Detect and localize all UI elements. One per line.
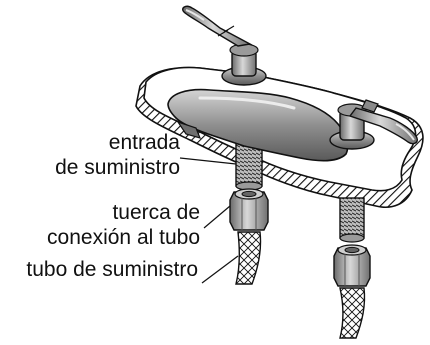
coupling-nut-label-line-2: conexión al tubo <box>47 226 200 249</box>
left-supply-inlet-shank <box>235 141 263 191</box>
right-faucet-handle <box>329 99 418 150</box>
supply-inlet-label-line-2: de suministro <box>55 156 180 179</box>
left-faucet-handle <box>182 5 267 86</box>
supply-inlet-label: entrada de suministro <box>55 130 180 180</box>
coupling-nut-label: tuerca de conexión al tubo <box>47 200 200 250</box>
faucet-spout <box>167 88 349 162</box>
supply-tube-label: tubo de suministro <box>26 257 198 282</box>
right-supply-tube <box>339 287 366 339</box>
leader-lines <box>179 157 239 284</box>
coupling-nut-label-line-1: tuerca de <box>112 201 200 224</box>
supply-tube-label-line-1: tubo de suministro <box>26 258 198 281</box>
right-coupling-nut <box>333 244 371 287</box>
left-supply-tube <box>235 231 262 285</box>
leader-coupling-nut <box>203 205 231 229</box>
left-coupling-nut <box>229 188 269 231</box>
supply-inlet-label-line-1: entrada <box>108 131 180 154</box>
leader-supply-inlet <box>179 157 237 165</box>
right-supply-inlet-shank <box>339 197 365 243</box>
leader-supply-tube <box>201 255 239 284</box>
